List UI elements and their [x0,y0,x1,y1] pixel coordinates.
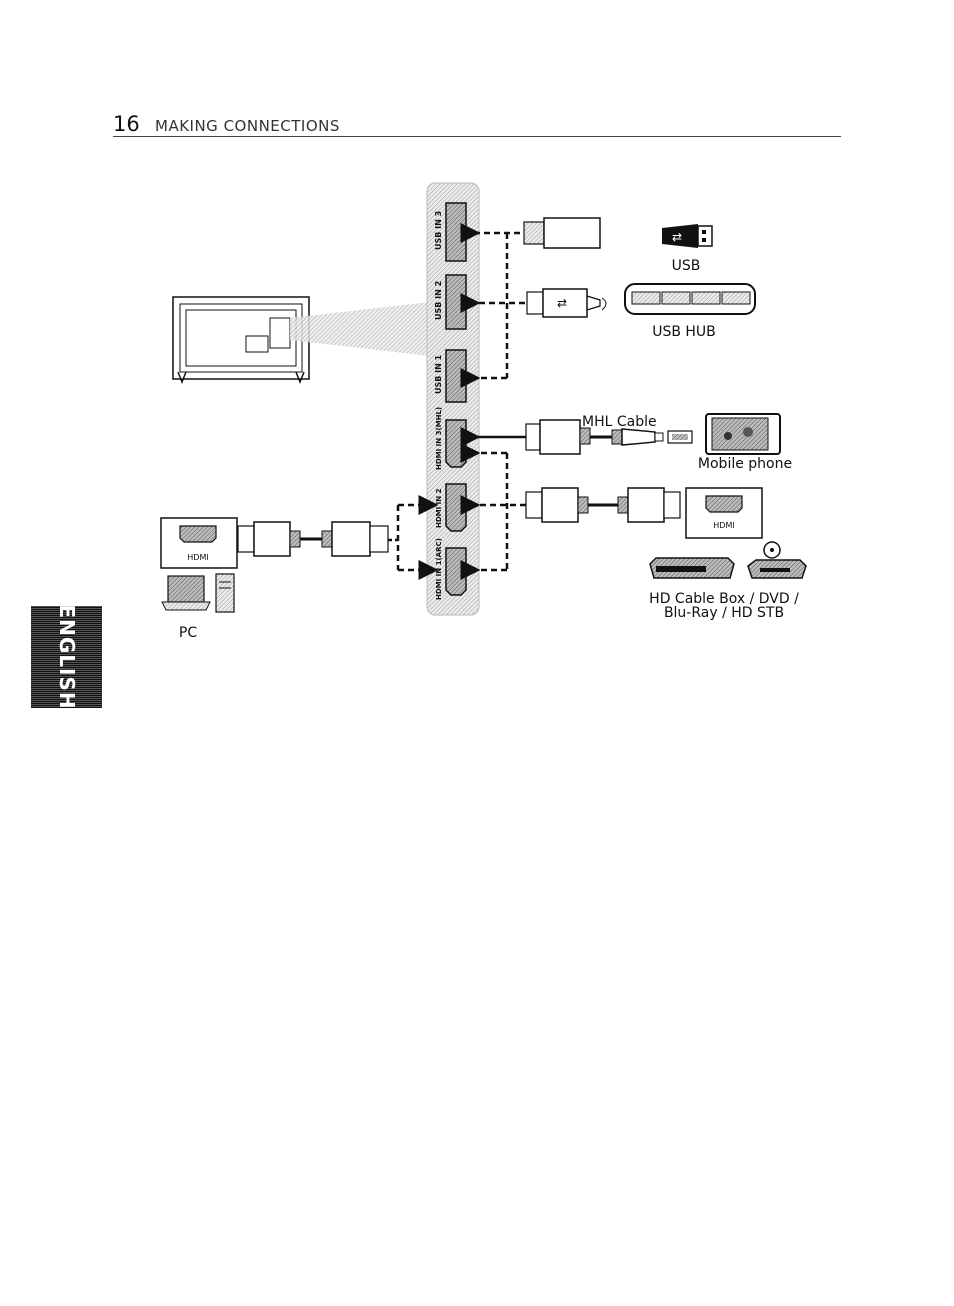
usb-hub-label: USB HUB [652,324,716,340]
mobile-phone-label: Mobile phone [698,456,792,472]
usb-stick-illustration [523,217,601,249]
usb-device-icon: ⇄ [662,224,713,248]
svg-text:⇄: ⇄ [672,230,682,244]
usb-in-2-label: USB IN 2 [434,281,443,320]
page-header: 16 MAKING CONNECTIONS [113,112,841,137]
hdmi-device-box-right: HDMI [685,487,763,539]
usb-in-3-port: USB IN 3 [434,202,467,262]
hdmi-in-1-label: HDMI IN 1(ARC) [435,538,443,600]
page-number: 16 [113,112,140,136]
hdmi-in-1-port: HDMI IN 1(ARC) [435,538,467,600]
usb-in-1-label: USB IN 1 [434,354,443,394]
hdmi-right-connector-lines [460,427,526,580]
blu-ray-player-illustration [747,541,807,579]
usb-in-1-port: USB IN 1 [434,349,467,403]
hd-box-label-line2: Blu-Ray / HD STB [664,605,784,621]
set-top-box-illustration [649,557,735,579]
pc-illustration [161,573,235,613]
pc-label: PC [179,625,197,641]
hdmi-cable-left-illustration [237,521,389,557]
usb-cable-illustration: ⇄ [526,288,607,318]
hdmi-box-left-label: HDMI [187,553,208,562]
hd-box-label-line1: HD Cable Box / DVD / [649,591,799,607]
mhl-cable-label: MHL Cable [582,414,657,430]
usb-symbol-icon: ⇄ [557,296,567,310]
tv-back-illustration [172,296,430,385]
section-title: MAKING CONNECTIONS [155,117,340,135]
hdmi-left-connector-lines [388,495,439,580]
hdmi-box-right-label: HDMI [713,521,734,530]
hdmi-in-3-label: HDMI IN 3(MHL) [435,407,443,470]
usb-hub-illustration [624,283,756,315]
usb-label: USB [672,258,701,274]
usb-in-3-label: USB IN 3 [434,211,443,250]
hdmi-in-2-label: HDMI IN 2 [435,488,443,528]
usb-connector-lines [460,223,525,388]
hdmi-device-box-left: HDMI [160,517,238,569]
mobile-phone-illustration [705,413,781,455]
language-tab: ENGLISH [31,604,102,710]
hdmi-in-2-port: HDMI IN 2 [435,483,467,532]
hdmi-cable-right-illustration [525,487,681,523]
usb-in-2-port: USB IN 2 [434,274,467,330]
mhl-cable-illustration [525,419,693,455]
